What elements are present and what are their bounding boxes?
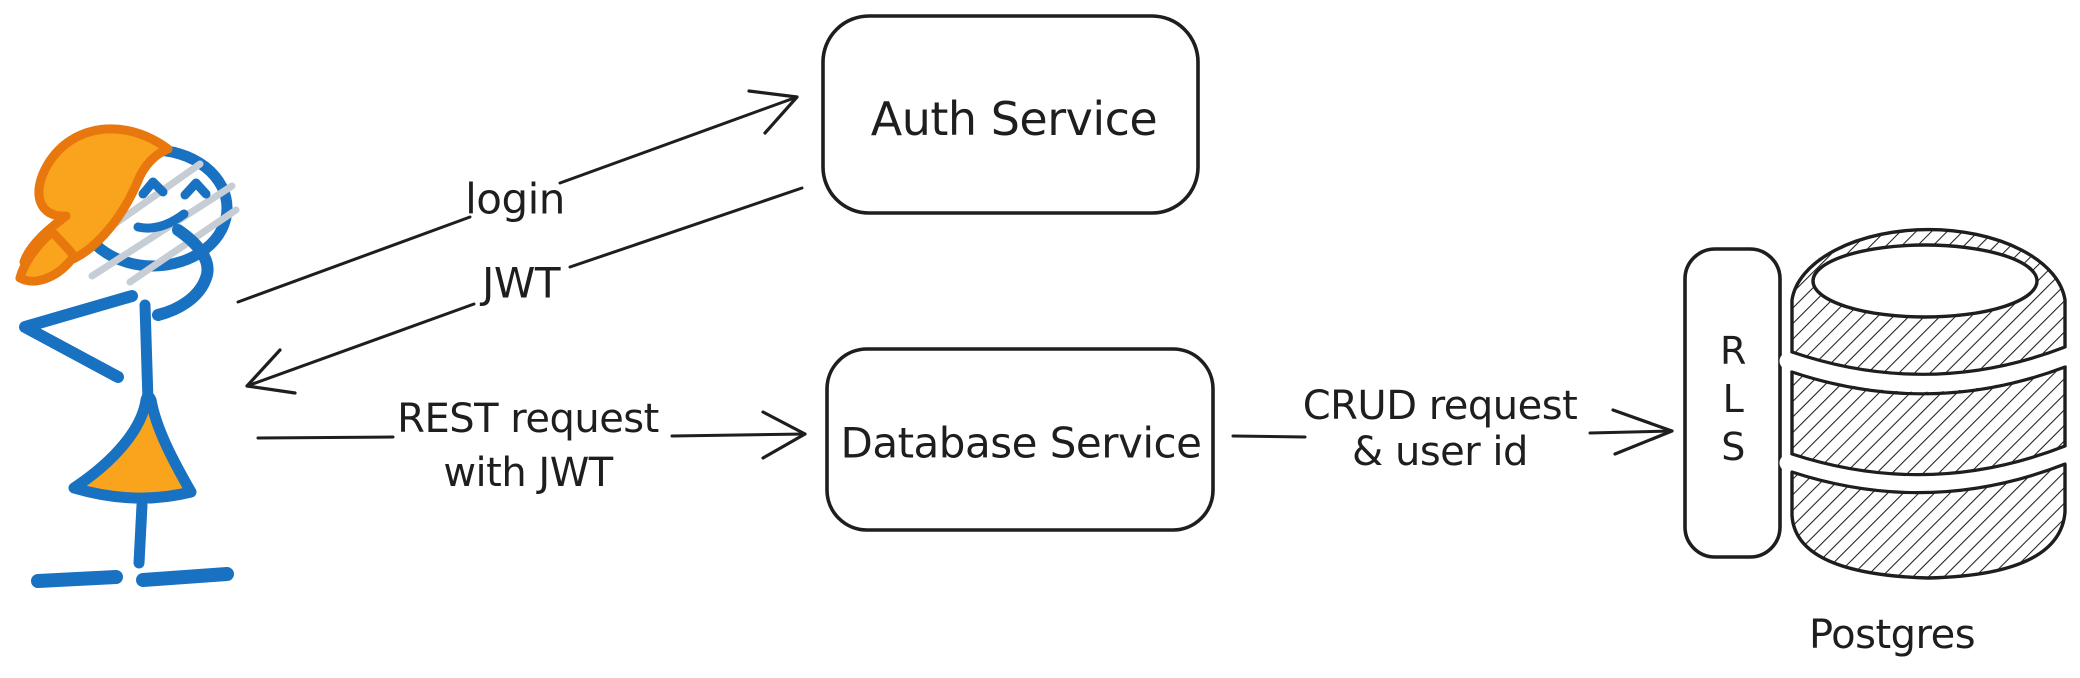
user-foot-left: [31, 570, 123, 588]
jwt-arrowhead: [245, 348, 297, 395]
rest-label-line2: with JWT: [443, 450, 613, 496]
rest-label: REST request with JWT: [397, 392, 659, 500]
postgres-label: Postgres: [1808, 612, 1976, 658]
crud-label-line2: & user id: [1352, 429, 1528, 475]
jwt-arrow: [245, 186, 804, 395]
user-dress: [68, 391, 197, 504]
user-foot-right: [136, 567, 234, 587]
user-arm-right: [152, 224, 214, 321]
rest-label-line1: REST request: [397, 396, 659, 442]
user-hair: [15, 124, 173, 286]
crud-label-line1: CRUD request: [1302, 383, 1578, 429]
rest-arrow: [256, 410, 807, 460]
login-arrow: [236, 89, 799, 304]
auth-service-label: Auth Service: [870, 92, 1158, 146]
crud-arrow: [1231, 408, 1674, 456]
crud-arrowhead: [1611, 408, 1674, 456]
user-face: [133, 177, 211, 233]
user-body: [19, 224, 234, 588]
user-eye-left: [138, 177, 168, 199]
rls-letter-r: R: [1720, 329, 1746, 373]
rls-label: R L S: [1720, 327, 1746, 471]
user-figure: [15, 124, 240, 588]
rls-letter-s: S: [1721, 425, 1745, 469]
database-service-label: Database Service: [840, 418, 1202, 468]
user-arm-left: [19, 290, 138, 383]
login-arrowhead: [747, 89, 799, 135]
rls-node: [1683, 247, 1782, 559]
crud-label: CRUD request & user id: [1303, 383, 1578, 475]
postgres-database-icon: [1779, 227, 2077, 580]
user-eye-right: [180, 178, 211, 200]
jwt-label: JWT: [481, 258, 561, 308]
user-smile: [133, 209, 189, 233]
rest-arrowhead: [761, 410, 807, 460]
login-label: login: [465, 174, 565, 224]
user-leg: [133, 499, 148, 569]
database-service-node: [825, 347, 1215, 532]
auth-service-node: [821, 14, 1200, 215]
rls-letter-l: L: [1722, 377, 1744, 421]
